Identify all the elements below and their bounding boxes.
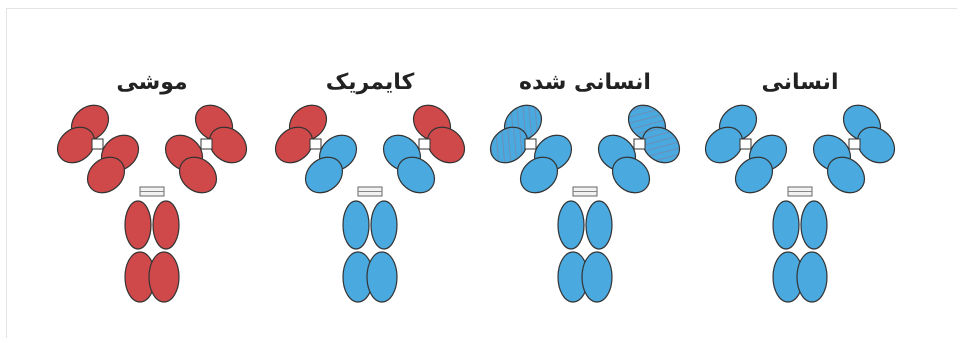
left-linker	[740, 139, 751, 149]
antibody-human	[700, 95, 900, 310]
fc-ch2-left	[125, 201, 151, 249]
right-linker	[419, 139, 430, 149]
antibody-shape	[698, 98, 901, 302]
label-humanized: انسانی شده	[485, 70, 685, 95]
antibody-humanized	[485, 95, 685, 310]
right-linker	[634, 139, 645, 149]
fc-ch3-right	[367, 252, 397, 302]
antibody-shape	[268, 98, 471, 302]
fc-ch2-right	[586, 201, 612, 249]
label-chimeric: کایمریک	[270, 70, 470, 95]
fc-ch2-right	[801, 201, 827, 249]
right-linker	[849, 139, 860, 149]
label-human: انسانی	[700, 70, 900, 95]
fc-ch2-left	[773, 201, 799, 249]
label-mouse: موشی	[52, 70, 252, 95]
antibody-mouse	[52, 95, 252, 310]
fc-ch3-right	[582, 252, 612, 302]
left-linker	[92, 139, 103, 149]
antibody-chimeric	[270, 95, 470, 310]
fc-ch2-left	[343, 201, 369, 249]
left-linker	[525, 139, 536, 149]
fc-ch3-right	[797, 252, 827, 302]
fc-ch3-right	[149, 252, 179, 302]
left-linker	[310, 139, 321, 149]
fc-ch2-right	[153, 201, 179, 249]
antibody-shape	[483, 98, 686, 302]
right-linker	[201, 139, 212, 149]
antibody-shape	[50, 98, 253, 302]
fc-ch2-left	[558, 201, 584, 249]
fc-ch2-right	[371, 201, 397, 249]
